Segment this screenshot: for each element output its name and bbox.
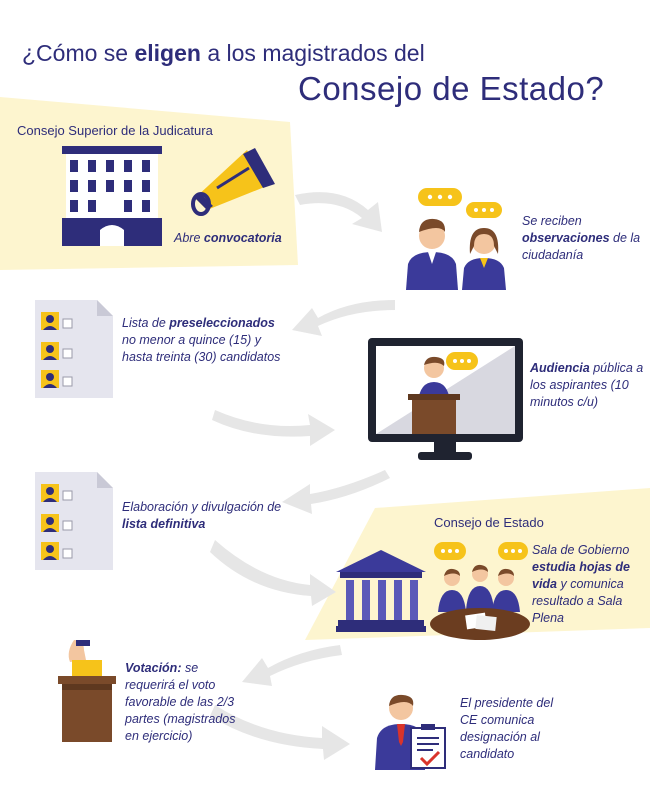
final-list-icon — [35, 472, 113, 570]
step-sala-de-gobierno: Sala de Gobierno estudia hojas de vida y… — [532, 543, 630, 625]
step-votacion: Votación: se requerirá el voto favorable… — [125, 661, 236, 743]
ce-header: Consejo de Estado — [434, 515, 544, 530]
speaker-figure — [408, 356, 460, 434]
step-presidente: El presidente del CE comunica designació… — [460, 696, 554, 761]
flow-arrows — [210, 192, 395, 760]
citizens-icon — [406, 188, 506, 290]
ce-highlight-panel — [305, 488, 650, 640]
step-observaciones: Se reciben observaciones de la ciudadaní… — [522, 214, 641, 262]
title-emphasis: eligen — [134, 40, 201, 66]
csj-header: Consejo Superior de la Judicatura — [17, 123, 213, 138]
arrow-7 — [210, 705, 350, 760]
building-icon — [62, 146, 162, 246]
arrow-4 — [282, 470, 390, 514]
speech-bubble-right — [466, 202, 502, 218]
arrow-3 — [212, 410, 335, 446]
title-suffix: a los magistrados del — [200, 40, 425, 66]
arrow-5 — [210, 540, 336, 606]
speech-bubble-left — [418, 188, 462, 206]
council-meeting-icon — [430, 542, 530, 640]
speech-bubble-meeting-right — [498, 542, 528, 560]
title-prefix: ¿Cómo se — [22, 40, 135, 66]
courthouse-icon — [336, 550, 426, 632]
arrow-6 — [242, 645, 342, 686]
speech-bubble-audience — [446, 352, 478, 370]
page-title-line2: Consejo de Estado? — [298, 70, 605, 107]
arrow-1 — [295, 192, 382, 232]
president-icon — [375, 694, 446, 770]
step-convocatoria: Abre convocatoria — [174, 231, 282, 245]
speech-bubble-meeting-left — [434, 542, 466, 560]
candidate-list-icon — [35, 300, 113, 398]
step-preseleccionados: Lista de preseleccionados no menor a qui… — [122, 316, 281, 364]
arrow-2 — [292, 300, 395, 336]
page-title-line1: ¿Cómo se eligen a los magistrados del — [22, 40, 425, 67]
ballot-box-icon — [58, 640, 116, 742]
step-lista-definitiva: Elaboración y divulgación de lista defin… — [122, 500, 282, 531]
step-audiencia: Audiencia pública a los aspirantes (10 m… — [530, 361, 644, 409]
monitor-audience-icon — [368, 338, 523, 460]
megaphone-icon — [191, 148, 275, 216]
